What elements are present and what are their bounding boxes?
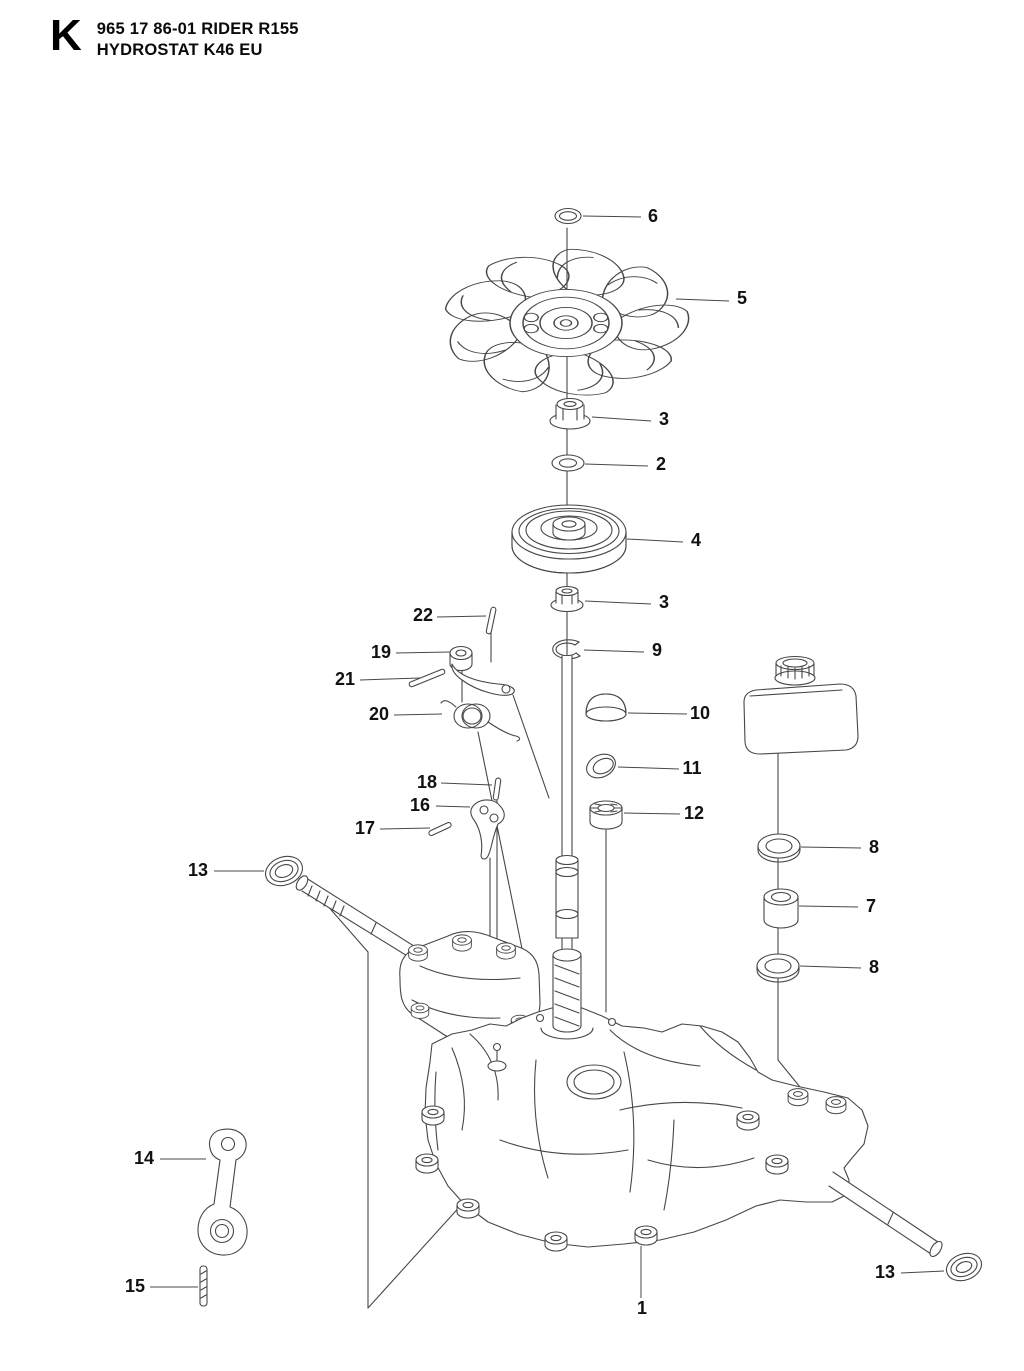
callout-17: 17: [355, 818, 431, 838]
ring-lower-part: [756, 953, 800, 983]
callout-5: 5: [675, 288, 747, 308]
callout-19: 19: [371, 642, 451, 662]
bushing-part: [763, 888, 799, 929]
seal-right-part: [945, 1252, 983, 1282]
splined-input-shaft: [540, 948, 594, 1040]
callout-label-7: 7: [866, 896, 876, 916]
retaining-ring-part: [554, 207, 582, 225]
callout-3-lower: 3: [584, 592, 669, 612]
title-block: 965 17 86-01 RIDER R155 HYDROSTAT K46 EU: [97, 16, 299, 60]
callout-label-10: 10: [690, 703, 710, 723]
pin-22-part: [485, 606, 497, 635]
callout-label-9: 9: [652, 640, 662, 660]
vent-plug-part: [487, 1042, 507, 1072]
seal-left-part: [264, 855, 304, 887]
callout-10: 10: [627, 703, 710, 723]
callout-label-2: 2: [656, 454, 666, 474]
pin-17-part: [428, 821, 452, 837]
callout-label-1: 1: [637, 1298, 647, 1318]
callout-11: 11: [617, 758, 702, 778]
plug-part: [586, 753, 616, 779]
brake-lever-part: [449, 645, 515, 696]
pin-21-part: [408, 668, 446, 688]
callout-13-right: 13: [875, 1262, 945, 1282]
model-title: 965 17 86-01 RIDER R155: [96, 20, 299, 38]
callout-12: 12: [623, 803, 704, 823]
reservoir-tank-part: [743, 655, 859, 755]
callout-label-16: 16: [410, 795, 430, 815]
ring-upper-part: [757, 833, 801, 863]
c-clip-part: [552, 639, 581, 660]
callouts: 6 5 3 2 4 3 9 22 19 21 20 10 11 12 18 16…: [125, 206, 945, 1318]
assembly-title: HYDROSTAT K46 EU: [96, 40, 263, 59]
callout-2: 2: [584, 454, 666, 474]
pin-15-part: [199, 1265, 208, 1307]
callout-21: 21: [335, 669, 421, 689]
callout-label-6: 6: [648, 206, 658, 226]
cap-part: [585, 693, 627, 722]
section-letter: K: [50, 11, 82, 60]
callout-label-15: 15: [125, 1276, 145, 1296]
transaxle-housing-part: [415, 1007, 869, 1252]
bracket-16-part: [470, 799, 505, 860]
callout-18: 18: [417, 772, 493, 792]
callout-label-13-left: 13: [188, 860, 208, 880]
page-header: K 965 17 86-01 RIDER R155 HYDROSTAT K46 …: [50, 11, 299, 60]
callout-22: 22: [413, 605, 487, 625]
torsion-spring-part: [440, 700, 521, 742]
callout-label-8-upper: 8: [869, 837, 879, 857]
axle-shaft-part: [828, 1171, 943, 1258]
callout-15: 15: [125, 1276, 198, 1296]
callout-label-21: 21: [335, 669, 355, 689]
flange-nut-upper-part: [549, 397, 591, 430]
callout-16: 16: [410, 795, 471, 815]
callout-label-17: 17: [355, 818, 375, 838]
pin-18-part: [492, 777, 502, 801]
callout-1: 1: [637, 1246, 647, 1318]
callout-8-lower: 8: [799, 957, 879, 977]
callout-label-22: 22: [413, 605, 433, 625]
brake-arm-part: [197, 1128, 248, 1256]
callout-label-3-lower: 3: [659, 592, 669, 612]
callout-4: 4: [626, 530, 701, 550]
pump-bracket-housing: [399, 931, 541, 1045]
callout-8-upper: 8: [800, 837, 879, 857]
callout-label-4: 4: [691, 530, 701, 550]
callout-label-5: 5: [737, 288, 747, 308]
callout-label-20: 20: [369, 704, 389, 724]
callout-14: 14: [134, 1148, 206, 1168]
callout-3-upper: 3: [591, 409, 669, 429]
callout-20: 20: [369, 704, 443, 724]
input-shaft-upper: [555, 655, 579, 953]
callout-13-left: 13: [188, 860, 264, 880]
callout-label-13-right: 13: [875, 1262, 895, 1282]
flange-nut-lower-part: [550, 585, 584, 613]
callout-6: 6: [582, 206, 658, 226]
callout-7: 7: [798, 896, 876, 916]
callout-label-12: 12: [684, 803, 704, 823]
callout-label-14: 14: [134, 1148, 154, 1168]
slotted-bushing-part: [589, 800, 623, 830]
callout-label-3-upper: 3: [659, 409, 669, 429]
callout-9: 9: [583, 640, 662, 660]
callout-label-8-lower: 8: [869, 957, 879, 977]
fan-part: [437, 244, 694, 398]
callout-label-11: 11: [682, 758, 701, 778]
pulley-part: [511, 504, 627, 574]
callout-label-19: 19: [371, 642, 391, 662]
washer-part: [551, 454, 585, 472]
callout-label-18: 18: [417, 772, 437, 792]
